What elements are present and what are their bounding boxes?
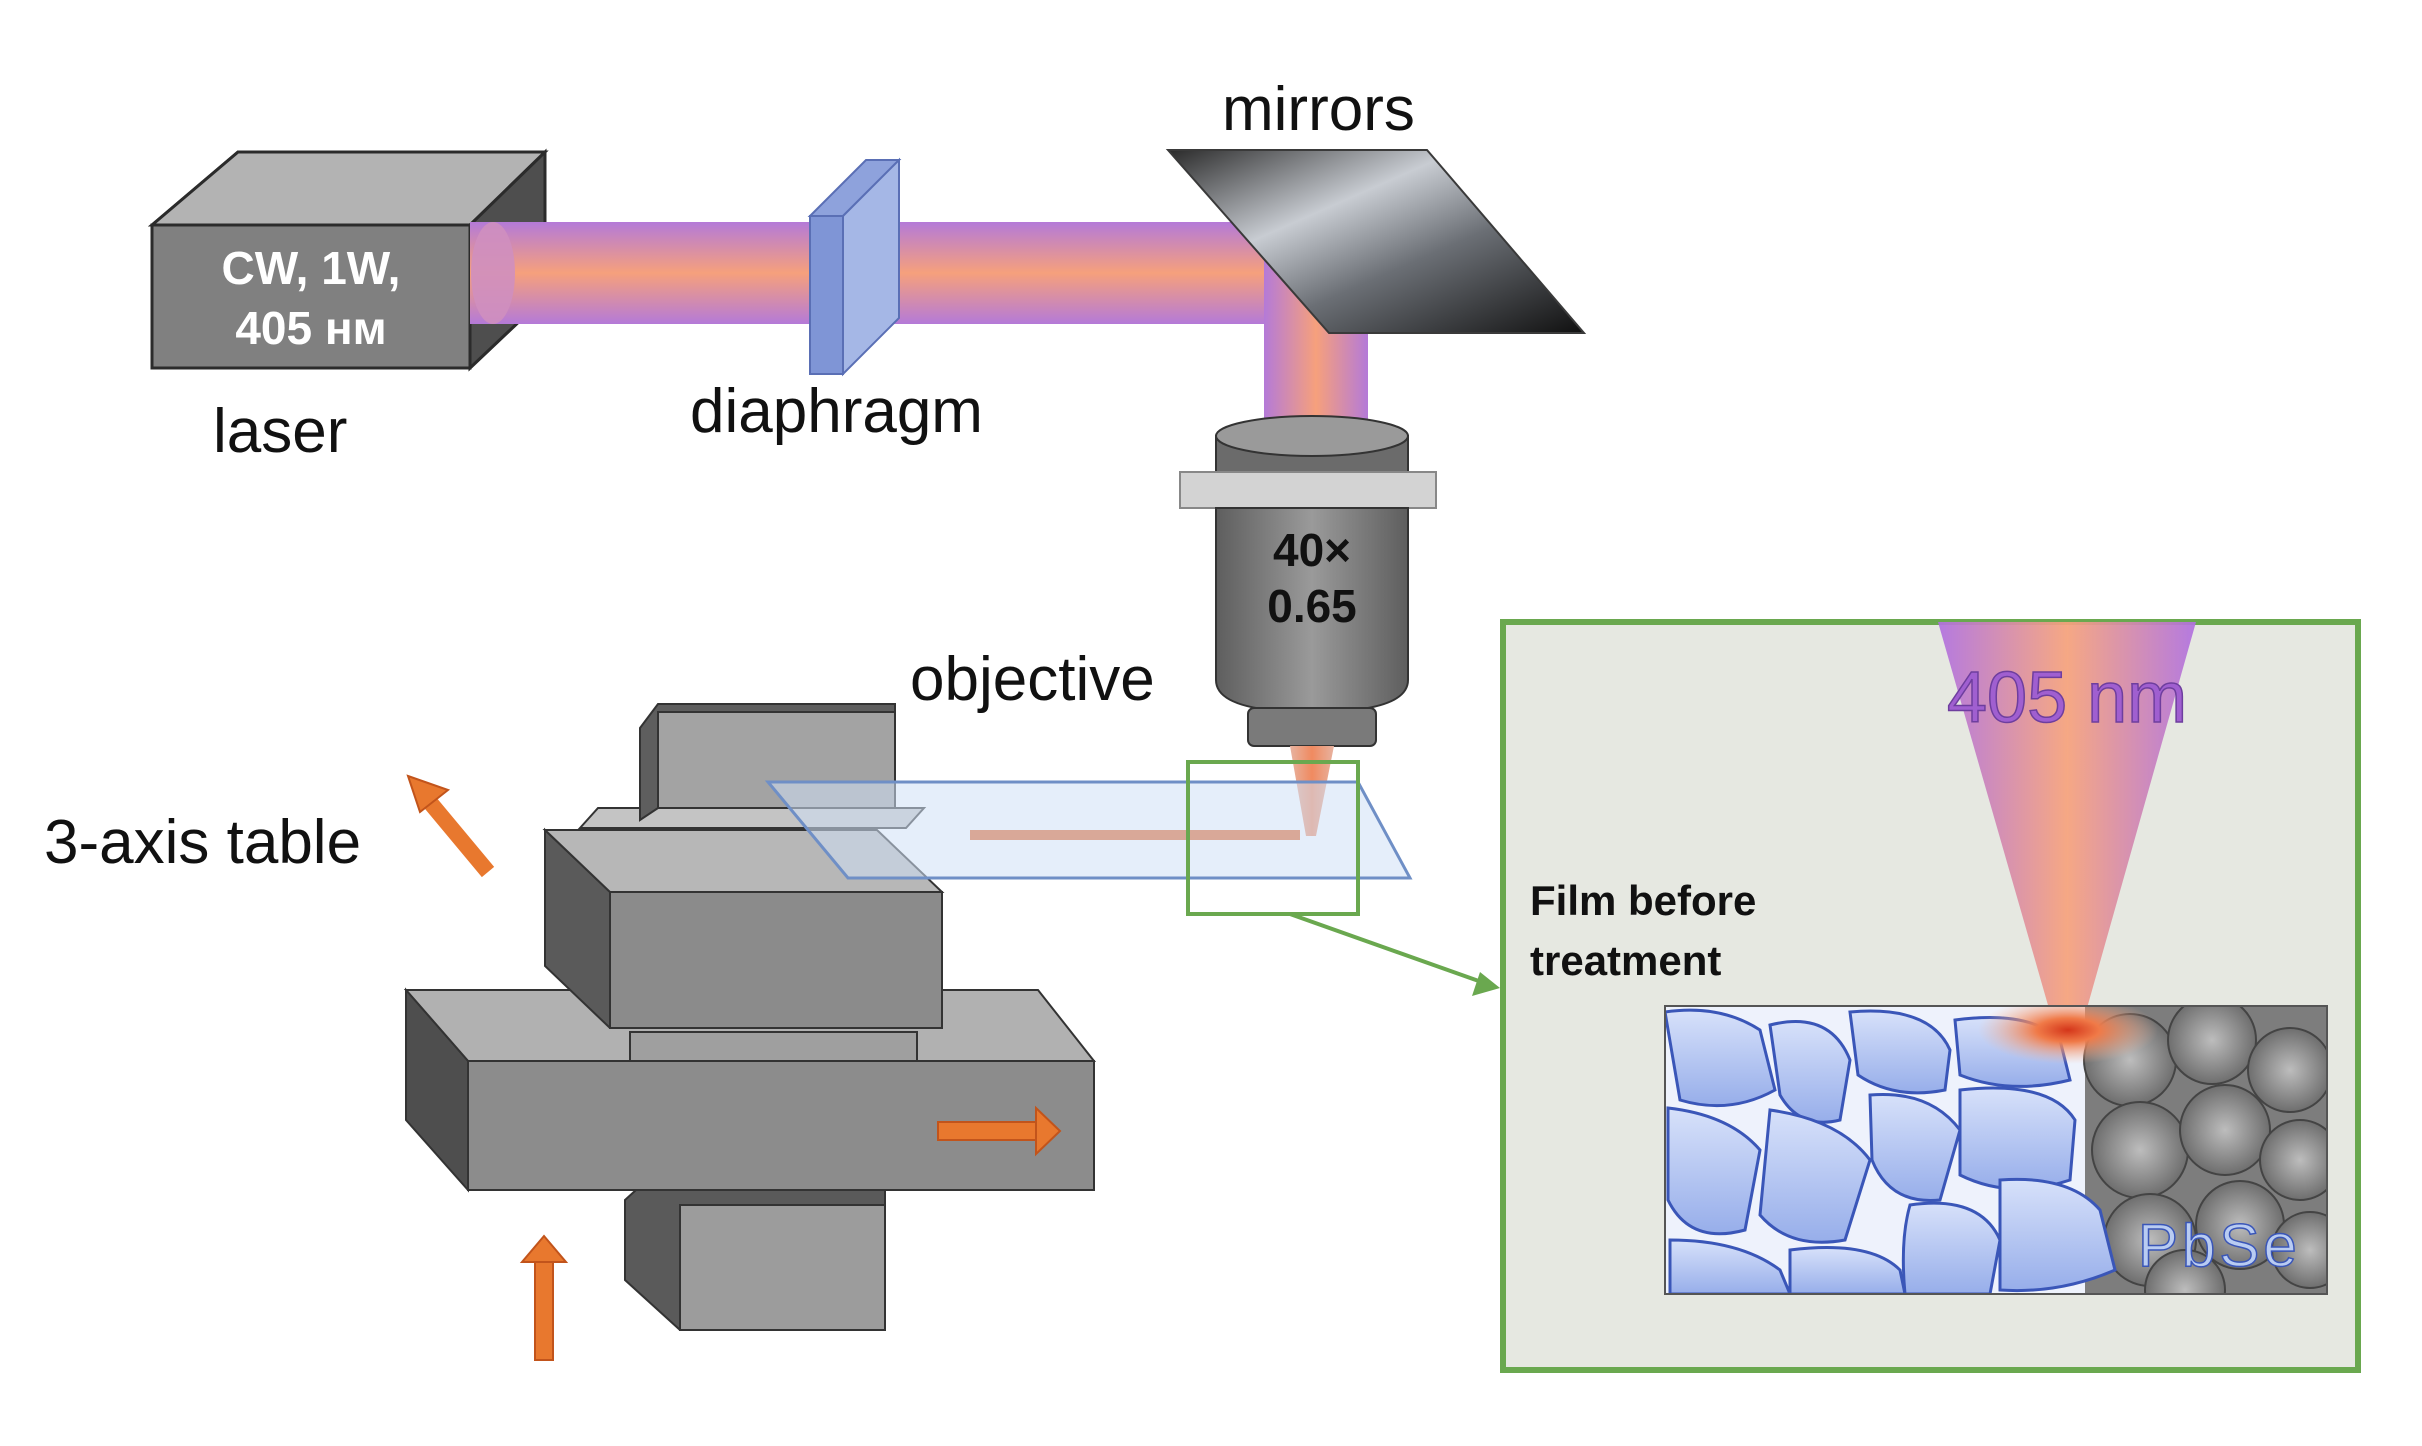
- diaphragm-label: diaphragm: [690, 377, 983, 446]
- table-label: 3-axis table: [44, 808, 361, 877]
- material-label: PbSe: [2138, 1212, 2301, 1279]
- mirrors-label: mirrors: [1222, 75, 1415, 144]
- axis-arrow-vertical: [519, 1234, 569, 1361]
- laser-track: [970, 830, 1300, 840]
- objective-lens: 40× 0.65: [1179, 415, 1437, 747]
- objective-magnification: 40×: [1273, 524, 1351, 576]
- diaphragm: [807, 157, 902, 377]
- film-micrograph: [1665, 1006, 2327, 1294]
- inset-panel: 405 nm Film before treatment PbSe: [1500, 619, 2361, 1373]
- beam-aperture: [471, 222, 515, 324]
- axis-arrow-diagonal: [406, 774, 495, 878]
- objective-label: objective: [910, 645, 1155, 714]
- laser-spec-line1: CW, 1W,: [222, 242, 401, 294]
- wavelength-label: 405 nm: [1947, 658, 2187, 738]
- laser-spec-line2: 405 нм: [235, 302, 386, 354]
- film-label-line2: treatment: [1530, 937, 1721, 984]
- zoom-pointer-arrow: [1289, 912, 1500, 996]
- focal-spot: [1978, 1006, 2158, 1064]
- film-label-line1: Film before: [1530, 877, 1756, 924]
- zoom-region-box: [1186, 760, 1360, 916]
- three-axis-table: [403, 703, 1097, 1331]
- mirror: [1165, 149, 1587, 334]
- laser-label: laser: [213, 397, 347, 466]
- inset-beam-cone: [1938, 622, 2196, 1040]
- axis-arrow-horizontal: [937, 1105, 1062, 1157]
- objective-aperture: 0.65: [1267, 580, 1357, 632]
- film-image-frame: [1664, 1005, 2328, 1295]
